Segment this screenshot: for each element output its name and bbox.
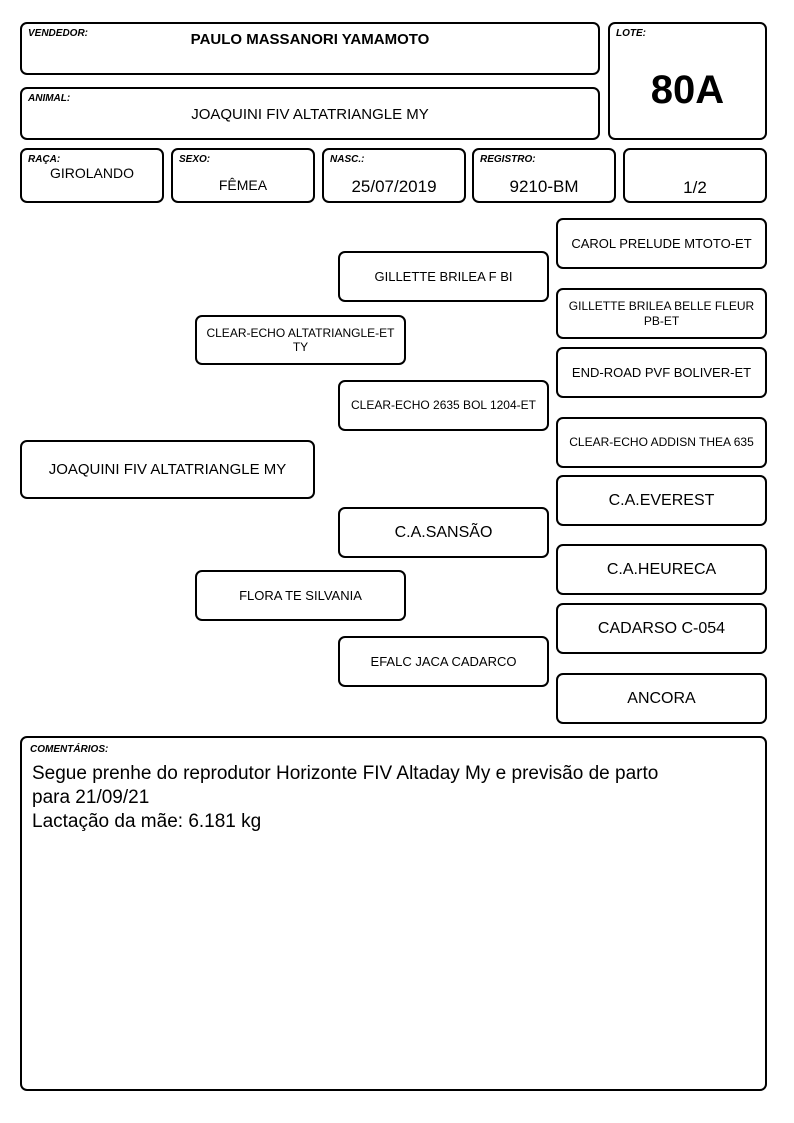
vendedor-label: VENDEDOR: [28, 28, 89, 39]
lote-box: LOTE: 80A [608, 22, 767, 140]
pedigree-sire-dam-dam: CLEAR-ECHO ADDISN THEA 635 [556, 417, 767, 468]
comments-text: Segue prenhe do reprodutor Horizonte FIV… [32, 762, 753, 834]
pedigree-dam: FLORA TE SILVANIA [195, 570, 406, 621]
grau-value: 1/2 [683, 178, 707, 197]
raca-box: RAÇA: GIROLANDO [20, 148, 164, 203]
pedigree-dam-name: FLORA TE SILVANIA [239, 587, 362, 603]
nasc-label: NASC.: [330, 154, 365, 165]
pedigree-sire-dam-sire: END-ROAD PVF BOLIVER-ET [556, 347, 767, 398]
sexo-label: SEXO: [179, 154, 211, 165]
comments-label: COMENTÁRIOS: [30, 744, 109, 755]
pedigree-dam-dam-dam: ANCORA [556, 673, 767, 724]
vendedor-value: PAULO MASSANORI YAMAMOTO [190, 31, 430, 48]
comment-line: Lactação da mãe: 6.181 kg [32, 811, 262, 832]
registro-label: REGISTRO: [480, 154, 536, 165]
comment-line: Segue prenhe do reprodutor Horizonte FIV… [32, 763, 659, 784]
pedigree-sire-dam-sire-name: END-ROAD PVF BOLIVER-ET [571, 364, 752, 380]
pedigree-animal-name: JOAQUINI FIV ALTATRIANGLE MY [48, 460, 287, 478]
sexo-value: FÊMEA [218, 177, 268, 193]
pedigree-dam-sire-name: C.A.SANSÃO [394, 523, 493, 541]
pedigree-sire-sire-sire-name: CAROL PRELUDE MTOTO-ET [571, 235, 752, 251]
raca-value: GIROLANDO [49, 165, 134, 181]
animal-value: JOAQUINI FIV ALTATRIANGLE MY [191, 106, 429, 123]
pedigree-sire-sire-dam-name: GILLETTE BRILEA BELLE FLEUR PB-ET [568, 299, 755, 328]
pedigree-animal: JOAQUINI FIV ALTATRIANGLE MY [20, 440, 315, 499]
nasc-value: 25/07/2019 [351, 177, 437, 196]
raca-label: RAÇA: [28, 154, 61, 165]
pedigree-dam-dam-dam-name: ANCORA [627, 689, 696, 707]
pedigree-sire-sire-sire: CAROL PRELUDE MTOTO-ET [556, 218, 767, 269]
grau-box: 1/2 [623, 148, 767, 203]
pedigree-sire: CLEAR-ECHO ALTATRIANGLE-ET TY [195, 315, 406, 365]
pedigree-dam-dam: EFALC JACA CADARCO [338, 636, 549, 687]
lote-value: 80A [650, 68, 725, 112]
pedigree-dam-sire-sire-name: C.A.EVEREST [608, 491, 715, 509]
pedigree-dam-dam-sire-name: CADARSO C-054 [597, 619, 726, 637]
pedigree-sire-sire: GILLETTE BRILEA F BI [338, 251, 549, 302]
registro-box: REGISTRO: 9210-BM [472, 148, 616, 203]
pedigree-dam-sire-dam-name: C.A.HEURECA [606, 560, 717, 578]
animal-box: ANIMAL: JOAQUINI FIV ALTATRIANGLE MY [20, 87, 600, 140]
pedigree-dam-dam-name: EFALC JACA CADARCO [370, 653, 517, 669]
pedigree-sire-sire-dam: GILLETTE BRILEA BELLE FLEUR PB-ET [556, 288, 767, 339]
pedigree-dam-sire: C.A.SANSÃO [338, 507, 549, 558]
vendedor-box: VENDEDOR: PAULO MASSANORI YAMAMOTO [20, 22, 600, 75]
comment-line: para 21/09/21 [32, 787, 150, 808]
pedigree-dam-sire-dam: C.A.HEURECA [556, 544, 767, 595]
pedigree-sire-dam-dam-name: CLEAR-ECHO ADDISN THEA 635 [569, 435, 754, 450]
pedigree-dam-sire-sire: C.A.EVEREST [556, 475, 767, 526]
sexo-box: SEXO: FÊMEA [171, 148, 315, 203]
pedigree-dam-dam-sire: CADARSO C-054 [556, 603, 767, 654]
animal-label: ANIMAL: [28, 93, 71, 104]
pedigree-sire-dam: CLEAR-ECHO 2635 BOL 1204-ET [338, 380, 549, 431]
nasc-box: NASC.: 25/07/2019 [322, 148, 466, 203]
pedigree-sire-dam-name: CLEAR-ECHO 2635 BOL 1204-ET [351, 398, 536, 413]
comments-box: COMENTÁRIOS: Segue prenhe do reprodutor … [20, 736, 767, 1091]
pedigree-sire-sire-name: GILLETTE BRILEA F BI [374, 268, 513, 284]
registro-value: 9210-BM [509, 177, 579, 196]
pedigree-sire-name: CLEAR-ECHO ALTATRIANGLE-ET TY [206, 325, 395, 354]
lote-label: LOTE: [616, 28, 646, 39]
